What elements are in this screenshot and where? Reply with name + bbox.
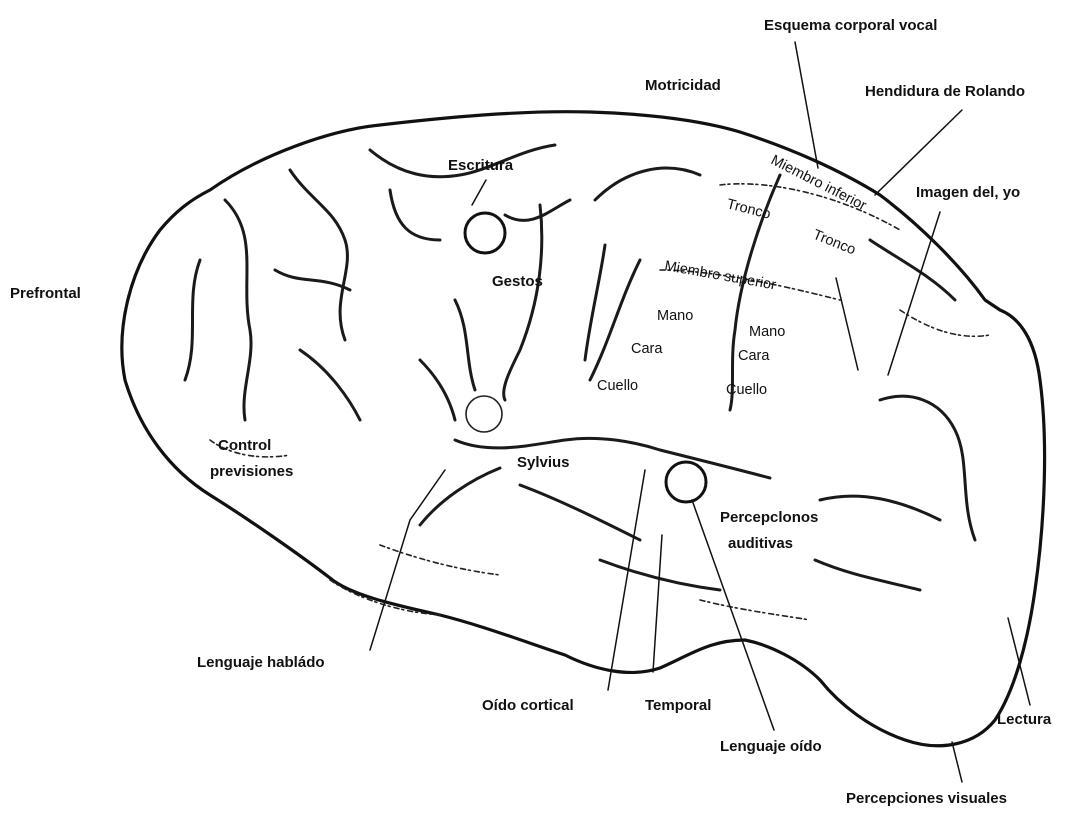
label-escritura: Escritura xyxy=(448,157,514,174)
leader-visuales xyxy=(952,742,962,782)
leader-hablado-2 xyxy=(410,470,445,520)
label-oido-cortical: Oído cortical xyxy=(482,697,574,714)
gestos-lower-circle xyxy=(466,396,502,432)
label-lectura: Lectura xyxy=(997,711,1052,728)
label-lenguaje-oido: Lenguaje oído xyxy=(720,738,822,755)
leader-lines xyxy=(370,42,1030,782)
label-percepciones-auditivas-1: Percepclonos xyxy=(720,509,818,526)
auditory-circle xyxy=(666,462,706,502)
label-lenguaje-hablado: Lenguaje habládo xyxy=(197,654,325,671)
leader-esquema xyxy=(795,42,818,168)
label-control: Control xyxy=(218,437,271,454)
label-sylvius: Sylvius xyxy=(517,454,570,471)
brain-sulci xyxy=(185,145,990,620)
label-gestos: Gestos xyxy=(492,273,543,290)
label-prefrontal: Prefrontal xyxy=(10,285,81,302)
label-motricidad: Motricidad xyxy=(645,77,721,94)
label-imagen-yo: Imagen del, yo xyxy=(916,184,1020,201)
label-temporal: Temporal xyxy=(645,697,711,714)
label-percepciones-auditivas-2: auditivas xyxy=(728,535,793,552)
leader-imagen xyxy=(888,212,940,375)
label-mano-left: Mano xyxy=(657,308,693,324)
label-miembro-superior: Miembro superior xyxy=(663,258,777,293)
escritura-circle xyxy=(465,213,505,253)
label-previsiones: previsiones xyxy=(210,463,293,480)
leader-hablado xyxy=(370,520,410,650)
label-hendidura-rolando: Hendidura de Rolando xyxy=(865,83,1025,100)
label-percepciones-visuales: Percepciones visuales xyxy=(846,790,1007,807)
label-tronco-right: Tronco xyxy=(811,227,858,259)
label-cara-right: Cara xyxy=(738,348,770,364)
brain-outline xyxy=(122,112,1045,746)
label-mano-right: Mano xyxy=(749,324,785,340)
leader-tronco xyxy=(836,278,858,370)
leader-escritura xyxy=(472,180,486,205)
label-cuello-right: Cuello xyxy=(726,382,767,398)
label-tronco-left: Tronco xyxy=(725,196,772,222)
leader-rolando xyxy=(875,110,962,195)
label-cuello-left: Cuello xyxy=(597,378,638,394)
leader-temporal xyxy=(653,535,662,672)
label-esquema-corporal-vocal: Esquema corporal vocal xyxy=(764,17,937,34)
leader-oido-cortical xyxy=(608,470,645,690)
label-cara-left: Cara xyxy=(631,341,663,357)
